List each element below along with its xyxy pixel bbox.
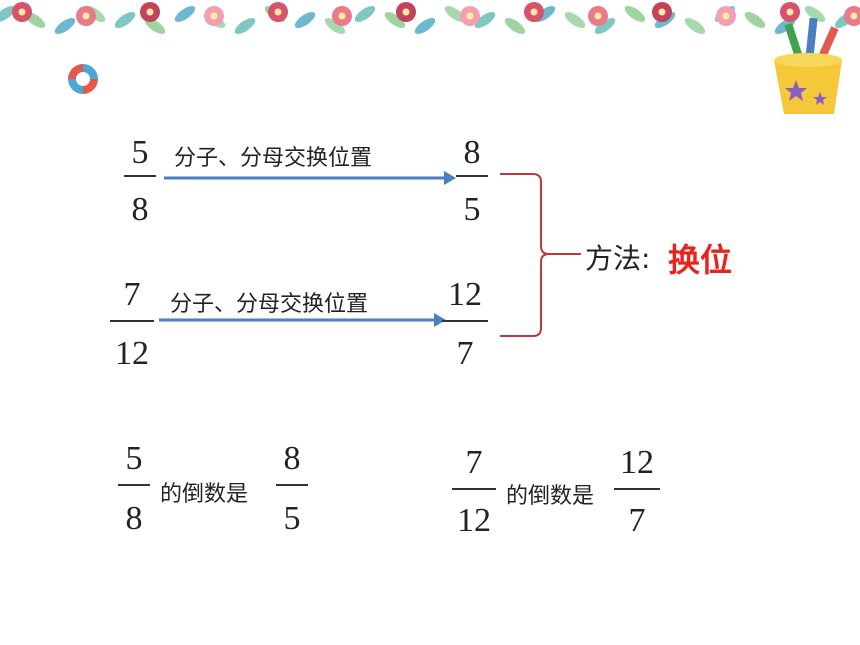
flower-center-icon [82, 12, 90, 20]
ribbon-logo-icon [68, 64, 98, 94]
fraction-numerator: 7 [123, 276, 141, 313]
leaf-icon [384, 11, 406, 29]
bracket-icon [500, 173, 581, 337]
leaf-icon [414, 17, 436, 35]
fraction-numerator: 7 [465, 444, 483, 481]
fraction-numerator: 12 [448, 276, 482, 313]
flower-center-icon [274, 8, 282, 16]
flower-center-icon [850, 12, 858, 20]
fraction-bar [110, 320, 154, 322]
flower-center-icon [210, 12, 218, 20]
leaf-icon [114, 11, 136, 29]
fraction-denominator: 5 [463, 191, 481, 228]
leaf-icon [324, 17, 346, 35]
leaf-icon [0, 5, 16, 23]
leaf-icon [684, 17, 706, 35]
fraction-bar [456, 175, 488, 177]
fraction-denominator: 12 [115, 335, 149, 372]
leaf-icon [564, 11, 586, 29]
flower-center-icon [658, 8, 666, 16]
leaf-icon [354, 5, 376, 23]
flower-center-icon [786, 8, 794, 16]
flower-center-icon [338, 12, 346, 20]
fraction-numerator: 8 [283, 440, 301, 477]
fraction-bar [452, 488, 496, 490]
fraction-bar [276, 484, 308, 486]
leaf-icon [54, 17, 76, 35]
flower-center-icon [402, 8, 410, 16]
flower-center-icon [146, 8, 154, 16]
leaf-icon [444, 5, 466, 23]
fraction-denominator: 7 [628, 502, 646, 539]
flower-border-icon [0, 2, 860, 35]
fraction-numerator: 5 [125, 440, 143, 477]
flower-center-icon [466, 12, 474, 20]
arrow-right-icon [159, 313, 446, 327]
reciprocal-text: 的倒数是 [506, 484, 595, 509]
fraction-denominator: 5 [283, 500, 301, 537]
leaf-icon [624, 5, 646, 23]
leaf-icon [504, 17, 526, 35]
fraction-denominator: 7 [456, 335, 474, 372]
leaf-icon [804, 5, 826, 23]
swap-label: 分子、分母交换位置 [174, 146, 373, 171]
leaf-icon [174, 5, 196, 23]
flower-center-icon [530, 8, 538, 16]
swap-label: 分子、分母交换位置 [170, 292, 369, 317]
fraction-numerator: 8 [463, 134, 481, 171]
fraction-denominator: 8 [125, 500, 143, 537]
leaf-icon [474, 11, 496, 29]
fraction-bar [124, 175, 156, 177]
pencil-cup-icon [774, 18, 842, 114]
leaf-icon [234, 17, 256, 35]
method-value: 换位 [668, 241, 733, 279]
reciprocal-text: 的倒数是 [160, 482, 249, 507]
leaf-icon [594, 17, 616, 35]
fraction-numerator: 5 [131, 134, 149, 171]
fraction-bar [442, 320, 488, 322]
fraction-numerator: 12 [620, 444, 654, 481]
method-label: 方法: [585, 242, 651, 275]
fraction-denominator: 8 [131, 191, 149, 228]
fraction-bar [614, 488, 660, 490]
leaf-icon [744, 11, 766, 29]
arrow-right-icon [164, 171, 456, 185]
leaf-icon [294, 11, 316, 29]
fraction-denominator: 12 [457, 502, 491, 539]
flower-center-icon [18, 8, 26, 16]
fraction-bar [118, 484, 150, 486]
flower-center-icon [594, 12, 602, 20]
flower-center-icon [722, 12, 730, 20]
